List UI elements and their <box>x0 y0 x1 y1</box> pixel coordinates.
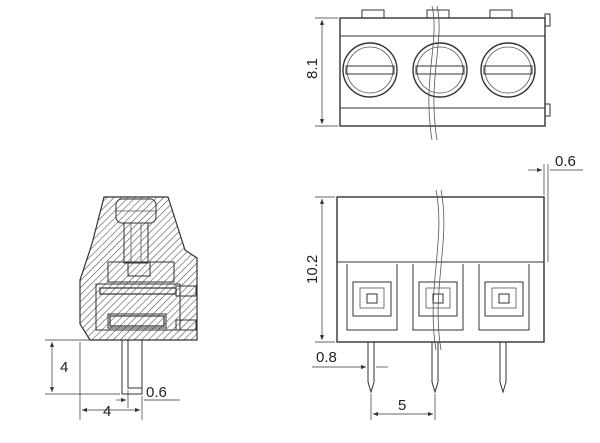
front-view: 0.6 10.2 0.8 5 <box>304 153 583 420</box>
screw-1 <box>342 42 398 98</box>
screw-3 <box>480 42 536 98</box>
dim-front-height: 10.2 <box>304 255 321 284</box>
dim-side-width: 4 <box>103 403 111 420</box>
dim-front-offset: 0.6 <box>555 153 576 170</box>
clamp-3 <box>478 264 530 331</box>
dim-side-thickness: 0.6 <box>146 384 167 401</box>
clamp-1 <box>346 264 398 331</box>
dim-pitch: 5 <box>398 397 406 414</box>
screw-2 <box>412 42 468 98</box>
side-section: 4 4 0.6 <box>45 196 198 420</box>
dim-pin-width: 0.8 <box>316 349 337 366</box>
top-view: 8.1 <box>304 5 551 141</box>
dim-top-height: 8.1 <box>304 58 321 79</box>
dim-side-height: 4 <box>60 359 68 376</box>
